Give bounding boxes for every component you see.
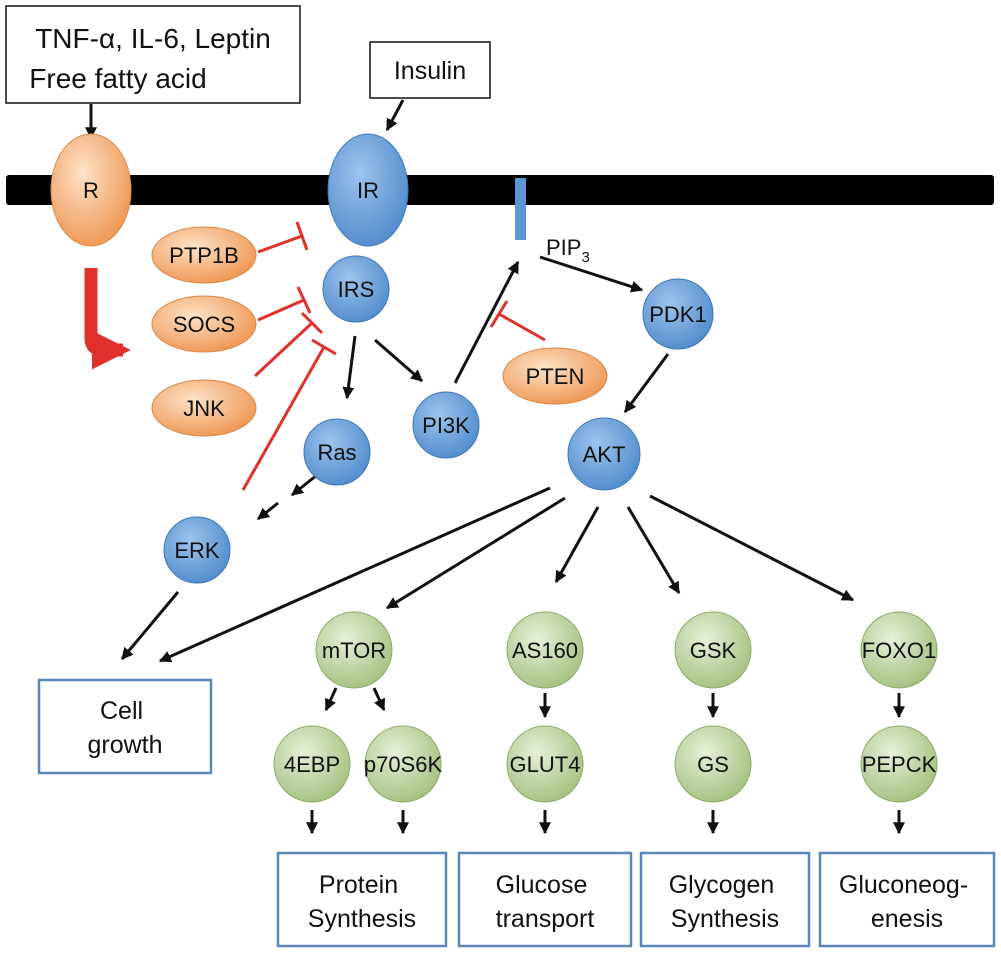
receptor-label: R bbox=[83, 178, 99, 203]
arrow-ras-to-erk-1 bbox=[291, 473, 318, 497]
mtor-node bbox=[315, 611, 393, 689]
inhibition-jnk-irs bbox=[253, 311, 324, 378]
p70s6k-label: p70S6K bbox=[364, 752, 443, 777]
akt-label: AKT bbox=[583, 442, 626, 467]
arrow-irs-to-pi3k bbox=[374, 338, 423, 383]
gsk-node bbox=[674, 611, 752, 689]
arrow-ras-to-erk-2 bbox=[257, 501, 279, 521]
inhibition-socs-irs bbox=[257, 286, 312, 322]
pten-node bbox=[502, 347, 608, 405]
akt-node bbox=[567, 417, 641, 491]
as160-node bbox=[506, 611, 584, 689]
ras-label: Ras bbox=[317, 440, 356, 465]
protein-synthesis-box bbox=[276, 851, 448, 948]
glut4-node bbox=[506, 725, 584, 803]
inhibition-ptp1b-ir bbox=[257, 221, 309, 254]
foxo1-node bbox=[860, 611, 938, 689]
irs-node bbox=[322, 255, 390, 323]
inhibition-pten-pi3k bbox=[489, 300, 546, 342]
arrow-insulin-to-ir bbox=[385, 99, 405, 132]
pi3k-node bbox=[412, 391, 480, 459]
arrow-akt-to-foxo1 bbox=[649, 494, 855, 602]
pdk1-node bbox=[642, 278, 714, 350]
cytokine-input-box bbox=[5, 5, 301, 104]
4ebp-node bbox=[273, 725, 351, 803]
4ebp-label: 4EBP bbox=[284, 752, 340, 777]
insulin-label: Insulin bbox=[394, 57, 466, 85]
gluconeogenesis-box bbox=[818, 851, 996, 948]
cell-growth-label: Cell growth bbox=[87, 697, 162, 759]
pepck-node bbox=[860, 725, 938, 803]
arrow-mtor-to-4ebp bbox=[324, 687, 338, 712]
jnk-node bbox=[151, 379, 257, 437]
ras-node bbox=[303, 418, 371, 486]
gsk-label: GSK bbox=[690, 638, 737, 663]
irs-label: IRS bbox=[338, 277, 375, 302]
arrow-akt-to-cell-growth bbox=[158, 486, 551, 663]
cytokine-input-line2: Free fatty acid bbox=[29, 63, 206, 94]
insulin-input-box bbox=[369, 41, 491, 99]
socs-node bbox=[151, 295, 257, 353]
socs-label: SOCS bbox=[173, 312, 235, 337]
arrow-pdk1-to-akt bbox=[623, 353, 670, 413]
arrow-pip3-to-pdk1 bbox=[539, 255, 644, 293]
gluconeogenesis-label: Gluconeog- enesis bbox=[839, 871, 975, 933]
mtor-label: mTOR bbox=[322, 638, 386, 663]
insulin-receptor-node bbox=[327, 133, 409, 247]
ptp1b-label: PTP1B bbox=[169, 243, 239, 268]
inhibition-erk-irs bbox=[241, 338, 337, 491]
pdk1-label: PDK1 bbox=[649, 302, 706, 327]
pepck-label: PEPCK bbox=[862, 752, 937, 777]
glut4-label: GLUT4 bbox=[510, 752, 581, 777]
receptor-node bbox=[50, 133, 132, 247]
arrow-erk-to-cell-growth bbox=[120, 591, 180, 660]
cell-growth-box bbox=[37, 678, 213, 775]
arrow-akt-to-gsk bbox=[626, 506, 681, 595]
insulin-receptor-label: IR bbox=[357, 178, 379, 203]
arrow-irs-to-ras bbox=[342, 335, 357, 400]
arrow-akt-to-mtor bbox=[385, 496, 566, 610]
erk-label: ERK bbox=[174, 538, 220, 563]
arrow-akt-to-as160 bbox=[554, 506, 600, 584]
cytokine-input-line1: TNF-α, IL-6, Leptin bbox=[35, 23, 271, 54]
as160-label: AS160 bbox=[512, 638, 578, 663]
pip3-label: PIP3 bbox=[546, 235, 590, 266]
red-curved-activation-arrow bbox=[84, 268, 131, 370]
arrow-mtor-to-p70s6k bbox=[372, 687, 386, 712]
glucose-transport-box bbox=[457, 851, 633, 948]
p70s6k-node bbox=[364, 725, 442, 803]
glucose-transport-label: Glucose transport bbox=[496, 871, 595, 933]
protein-synthesis-label: Protein Synthesis bbox=[308, 871, 416, 933]
cell-membrane bbox=[6, 175, 994, 205]
pip3-marker bbox=[515, 178, 526, 240]
erk-node bbox=[163, 516, 231, 584]
pten-label: PTEN bbox=[526, 364, 585, 389]
foxo1-label: FOXO1 bbox=[862, 638, 937, 663]
pi3k-label: PI3K bbox=[422, 413, 470, 438]
gs-label: GS bbox=[697, 752, 729, 777]
glycogen-synthesis-label: Glycogen Synthesis bbox=[669, 871, 782, 933]
gs-node bbox=[674, 725, 752, 803]
jnk-label: JNK bbox=[183, 396, 225, 421]
ptp1b-node bbox=[151, 226, 257, 284]
glycogen-synthesis-box bbox=[639, 851, 811, 948]
arrow-pi3k-to-pip3 bbox=[453, 260, 520, 384]
